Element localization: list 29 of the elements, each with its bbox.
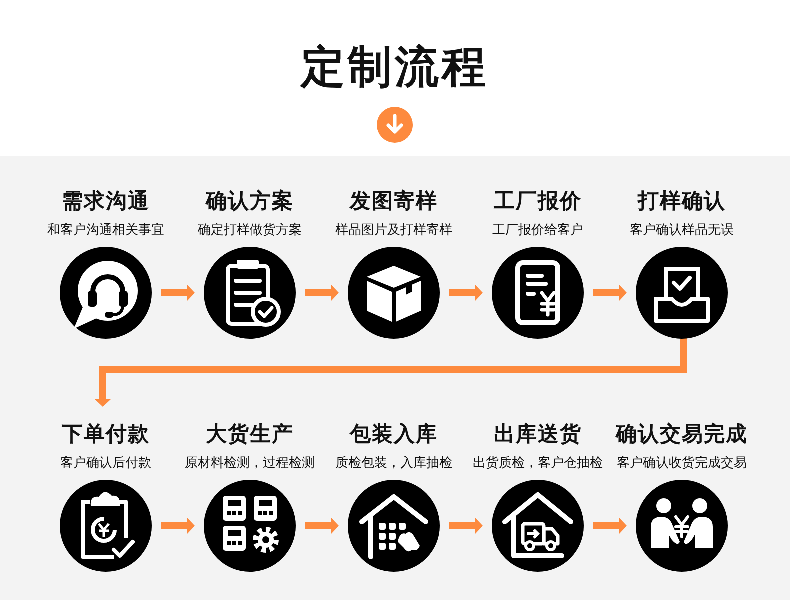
step-title: 确认方案 [206,188,294,214]
step-title: 下单付款 [62,421,150,447]
step-description: 确定打样做货方案 [198,223,302,239]
arrow [449,284,483,302]
step-title: 确认交易完成 [616,421,748,447]
step-description: 客户确认收货完成交易 [617,456,747,472]
step-description: 出货质检，客户仓抽检 [473,456,603,472]
arrow [449,518,483,534]
step-description: 样品图片及打样寄样 [336,223,452,239]
page-title: 定制流程 [301,41,489,95]
step-description: 客户确认后付款 [60,456,152,472]
step-description: 客户确认样品无误 [630,223,734,239]
arrow [593,284,627,302]
step-description: 原材料检测，过程检测 [185,456,315,472]
arrow [161,518,195,534]
arrow [593,518,627,534]
step-title: 工厂报价 [494,188,582,214]
arrow [305,518,339,534]
step-description: 质检包装，入库抽检 [336,456,452,472]
step-title: 包装入库 [350,421,438,447]
step-title: 需求沟通 [62,188,150,214]
step-title: 发图寄样 [350,188,438,214]
step-description: 和客户沟通相关事宜 [48,223,164,239]
step-title: 大货生产 [206,421,294,447]
arrow [305,284,339,302]
step-description: 工厂报价给客户 [492,223,584,239]
arrow [161,284,195,302]
step-title: 出库送货 [494,421,582,447]
step-title: 打样确认 [638,188,726,214]
